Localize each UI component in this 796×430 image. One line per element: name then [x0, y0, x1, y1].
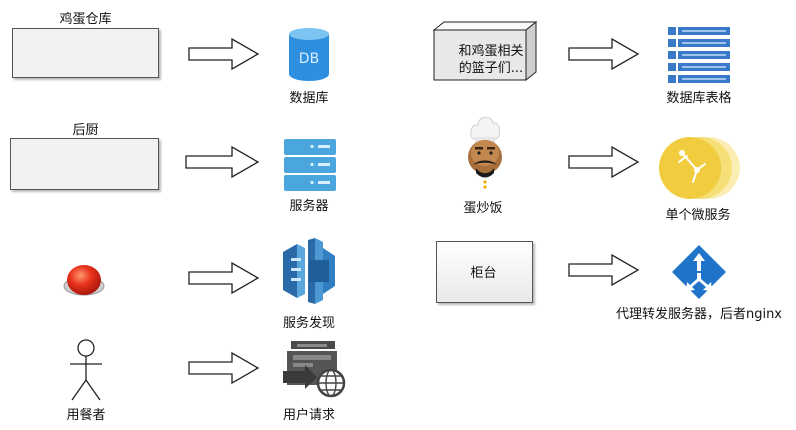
- chef-label: 蛋炒饭: [463, 201, 503, 216]
- database-db-text: DB: [299, 51, 319, 67]
- proxy-label: 代理转发服务器，后者nginx: [615, 307, 783, 322]
- server-label: 服务器: [289, 199, 329, 214]
- kitchen-box[interactable]: [10, 138, 159, 190]
- arrow-right-icon: [568, 37, 640, 71]
- arrow-right-icon: [568, 145, 640, 179]
- arrow-right-icon: [188, 37, 260, 71]
- arrow-right-icon: [185, 145, 260, 179]
- server-stack-icon[interactable]: [284, 139, 336, 191]
- database-table-icon[interactable]: [668, 27, 730, 83]
- microservice-label: 单个微服务: [665, 208, 731, 223]
- chef-icon[interactable]: [462, 113, 508, 189]
- kitchen-label: 后厨: [72, 123, 99, 138]
- arrow-right-icon: [188, 351, 260, 385]
- database-icon[interactable]: DB: [288, 27, 330, 83]
- microservice-icon[interactable]: [657, 136, 743, 200]
- egg-storage-box[interactable]: [12, 28, 159, 78]
- service-discovery-label: 服务发现: [282, 316, 335, 331]
- diner-label: 用餐者: [66, 408, 106, 423]
- user-request-icon[interactable]: [283, 341, 347, 399]
- counter-box[interactable]: [436, 241, 533, 303]
- arrow-right-icon: [568, 253, 640, 287]
- baskets-label-line1: 和鸡蛋相关: [458, 44, 524, 59]
- proxy-router-icon[interactable]: [672, 245, 726, 299]
- diner-stick-figure-icon: [70, 339, 102, 401]
- baskets-label-line2: 的篮子们...: [458, 61, 524, 76]
- database-table-label: 数据库表格: [666, 91, 732, 106]
- red-button-icon[interactable]: [62, 258, 108, 298]
- service-discovery-icon[interactable]: [283, 238, 337, 304]
- database-label: 数据库: [289, 91, 329, 106]
- baskets-3d-box[interactable]: [432, 20, 538, 82]
- user-request-label: 用户请求: [282, 408, 335, 423]
- counter-label: 柜台: [470, 266, 497, 281]
- arrow-right-icon: [188, 261, 260, 295]
- egg-storage-label: 鸡蛋仓库: [59, 12, 112, 27]
